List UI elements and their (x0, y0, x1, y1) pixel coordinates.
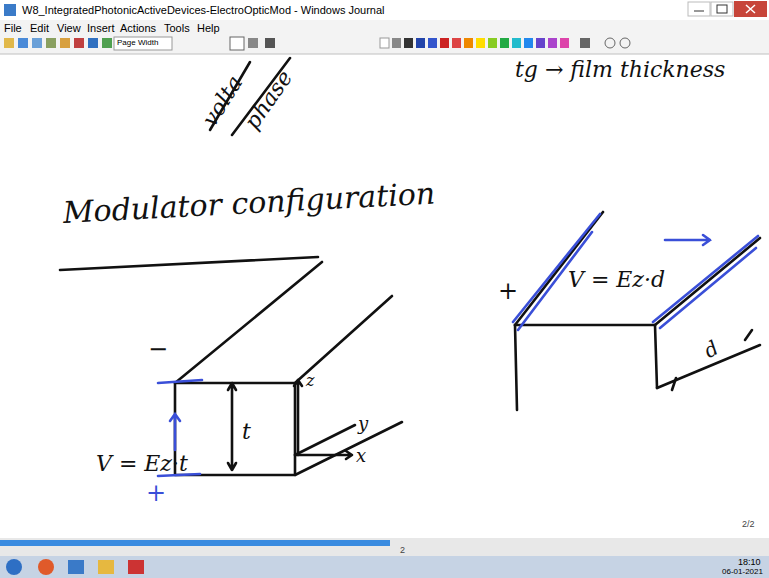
handwritten-word: phase (240, 66, 297, 134)
gap-dimension: d (700, 337, 722, 362)
voltage-equation: V = Ez·t (96, 452, 188, 476)
page-number: 2 (400, 546, 405, 556)
polarity-sign: + (498, 278, 518, 304)
close-button (734, 1, 767, 17)
polarity-sign: + (146, 480, 166, 506)
status-strip (0, 538, 769, 556)
handwriting-strokes (60, 58, 760, 475)
menu-item: File (4, 22, 22, 34)
menu-item: Edit (30, 22, 49, 34)
axis-label: x (356, 446, 366, 466)
page-count: 2/2 (742, 520, 755, 530)
menu-item: View (57, 22, 81, 34)
polarity-sign: − (148, 336, 168, 362)
zoom-dropdown: Page Width (117, 39, 158, 48)
clock-time: 18:10 (738, 558, 761, 568)
toolbar-icons (4, 37, 630, 50)
axis-label: z (306, 372, 314, 390)
minimize-button (688, 2, 710, 16)
title-bar (0, 0, 769, 20)
toolbar-border (0, 54, 769, 55)
close-glyph (746, 5, 755, 13)
menu-item: Insert (87, 22, 115, 34)
taskbar-icons (6, 559, 144, 575)
maximize-button (711, 2, 733, 16)
menu-item: Tools (164, 22, 190, 34)
maximize-glyph (717, 5, 727, 13)
axis-label: y (358, 414, 368, 434)
page-progress-bar (0, 540, 390, 546)
clock-date: 06-01-2021 (722, 568, 763, 577)
thickness-label: t (242, 420, 251, 444)
window-title: W8_IntegratedPhotonicActiveDevices-Elect… (22, 4, 385, 16)
electrode-strokes (158, 214, 758, 476)
handwritten-word: volta (198, 72, 247, 131)
minimize-glyph (694, 11, 704, 12)
handwritten-note: tg → film thickness (515, 58, 725, 82)
menu-item: Actions (120, 22, 156, 34)
handwritten-heading: Modulator configuration (62, 176, 436, 228)
app-icon (4, 4, 16, 16)
taskbar (0, 556, 769, 578)
voltage-equation: V = Ez·d (568, 268, 665, 292)
menu-item: Help (197, 22, 220, 34)
menu-toolbar (0, 20, 769, 54)
